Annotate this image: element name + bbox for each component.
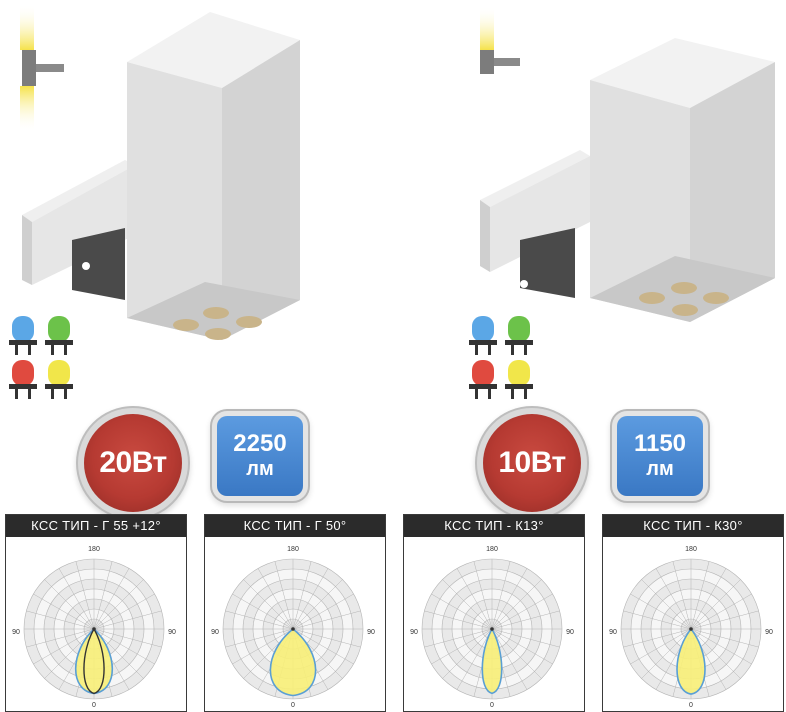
beam-lobe <box>676 627 706 695</box>
tick-90-right: 90 <box>367 629 375 636</box>
tick-90-left: 90 <box>211 629 219 636</box>
polar-grid <box>421 558 563 700</box>
polar-grid <box>23 558 165 700</box>
beam-direction-icon <box>480 6 520 74</box>
lumen-value: 1150 <box>633 430 687 457</box>
product-illustration-1 <box>20 4 300 340</box>
blue-led-icon <box>469 316 497 355</box>
beam-lobe-inner <box>83 627 105 695</box>
led-color-icons-2 <box>469 316 533 399</box>
polar-grid <box>620 558 762 700</box>
red-led-icon <box>9 360 37 399</box>
lumen-badge-2: 1150 лм <box>617 416 703 496</box>
tick-0: 0 <box>92 702 96 709</box>
power-badge-2: 10Вт <box>483 414 581 512</box>
tick-180: 180 <box>287 546 299 553</box>
blue-led-icon <box>9 316 37 355</box>
polar-diagram: 180 90 90 0 <box>609 546 773 709</box>
lumen-unit: лм <box>646 458 674 480</box>
tick-90-left: 90 <box>410 629 418 636</box>
ksc-panel-1: КСС ТИП - Г 55 +12° 180 90 90 0 <box>5 514 187 712</box>
tick-180: 180 <box>685 546 697 553</box>
polar-diagram: 180 90 90 0 <box>410 546 574 709</box>
green-led-icon <box>45 316 73 355</box>
polar-diagram: 180 90 90 0 <box>211 546 375 709</box>
power-value: 10Вт <box>498 446 566 479</box>
tick-90-right: 90 <box>168 629 176 636</box>
tick-0: 0 <box>291 702 295 709</box>
ksc-title: КСС ТИП - Г 50° <box>205 515 385 537</box>
ksc-title: КСС ТИП - К13° <box>404 515 584 537</box>
led-lenses <box>639 282 729 316</box>
tick-90-left: 90 <box>609 629 617 636</box>
led-color-icons-1 <box>9 316 73 399</box>
yellow-led-icon <box>505 360 533 399</box>
polar-grid <box>222 558 364 700</box>
lumen-badge-1: 2250 лм <box>217 416 303 496</box>
tick-0: 0 <box>689 702 693 709</box>
polar-diagram: 180 90 90 0 <box>12 546 176 709</box>
ksc-panel-4: КСС ТИП - К30° 180 90 90 0 <box>602 514 784 712</box>
red-led-icon <box>469 360 497 399</box>
lumen-value: 2250 <box>233 430 287 457</box>
lumen-unit: лм <box>246 458 274 480</box>
power-badge-1: 20Вт <box>84 414 182 512</box>
product-illustration-2 <box>480 6 775 322</box>
ksc-panel-3: КСС ТИП - К13° 180 90 90 0 <box>403 514 585 712</box>
tick-90-right: 90 <box>566 629 574 636</box>
tick-90-right: 90 <box>765 629 773 636</box>
led-lenses <box>173 307 262 340</box>
beam-lobe <box>269 627 317 697</box>
power-value: 20Вт <box>99 446 167 479</box>
yellow-led-icon <box>45 360 73 399</box>
ksc-panel-2: КСС ТИП - Г 50° 180 90 90 0 <box>204 514 386 712</box>
ksc-title: КСС ТИП - К30° <box>603 515 783 537</box>
tick-180: 180 <box>486 546 498 553</box>
beam-direction-icon <box>20 4 64 132</box>
tick-180: 180 <box>88 546 100 553</box>
tick-90-left: 90 <box>12 629 20 636</box>
green-led-icon <box>505 316 533 355</box>
ksc-title: КСС ТИП - Г 55 +12° <box>6 515 186 537</box>
tick-0: 0 <box>490 702 494 709</box>
beam-lobe <box>481 627 503 695</box>
